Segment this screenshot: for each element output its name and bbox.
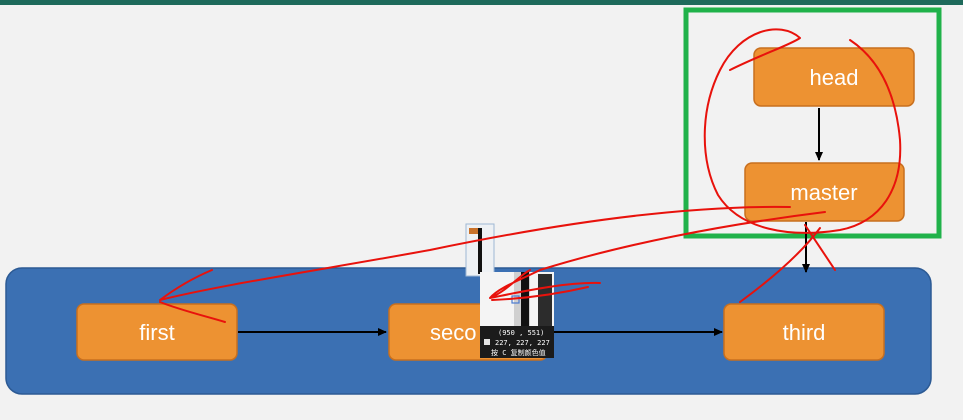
picker-coords: (950 , 551) (498, 329, 544, 337)
annotation-master-to-first (159, 205, 791, 323)
node-first-label: first (139, 320, 174, 345)
magnifier-info-panel (480, 326, 554, 358)
color-picker-overlay[interactable]: (950 , 551) 227, 227, 227 按 C 复制颜色值 (465, 223, 554, 358)
annotation-circle-head-master (703, 28, 902, 234)
picker-rgb: 227, 227, 227 (495, 339, 550, 347)
magnifier-zoom-black (521, 272, 529, 326)
annotation-master-to-second (489, 211, 826, 301)
node-head: head (753, 47, 915, 107)
picker-cursor-mark (469, 228, 479, 234)
node-third-label: third (783, 320, 826, 345)
magnifier-zoom-dark (538, 274, 552, 326)
red-annotations (159, 28, 902, 323)
node-third-box (723, 303, 885, 361)
node-first: first (76, 303, 238, 361)
picker-swatch (484, 339, 490, 345)
picker-cursor-bar (478, 228, 482, 274)
node-head-label: head (810, 65, 859, 90)
node-second-label: seco (430, 320, 476, 345)
top-accent-bar (0, 0, 963, 5)
annotation-to-third (739, 224, 836, 303)
node-master-label: master (790, 180, 857, 205)
node-third: third (723, 303, 885, 361)
picker-hint: 按 C 复制颜色值 (491, 348, 546, 357)
node-first-box (76, 303, 238, 361)
